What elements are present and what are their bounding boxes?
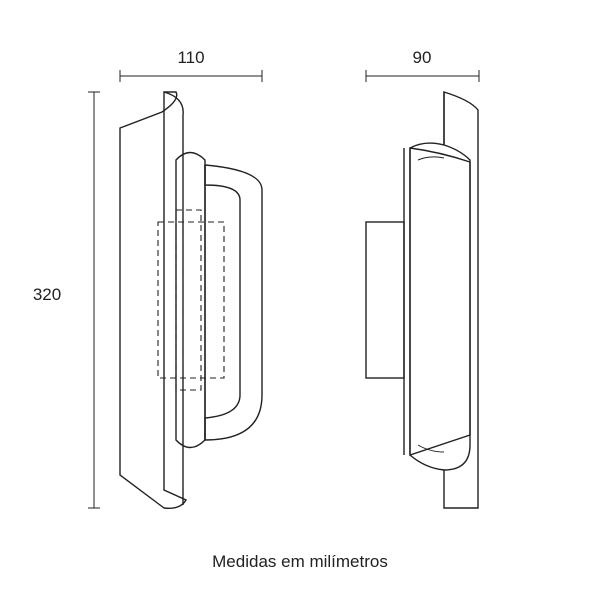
dimension-height: 320 xyxy=(33,91,100,509)
side-rear-panel xyxy=(443,91,479,509)
width-side-label: 90 xyxy=(413,48,432,67)
dimension-width-front: 110 xyxy=(119,48,263,82)
front-right-panel xyxy=(204,164,263,441)
dimension-width-side: 90 xyxy=(365,48,480,82)
side-perforated-body xyxy=(409,147,471,456)
side-mount-block xyxy=(365,221,405,379)
front-view xyxy=(119,91,263,510)
height-label: 320 xyxy=(33,285,61,304)
front-inner-cylinder xyxy=(175,151,206,449)
caption: Medidas em milímetros xyxy=(212,552,388,571)
front-left-panel xyxy=(119,91,188,510)
width-front-label: 110 xyxy=(177,48,204,67)
side-view xyxy=(365,91,479,509)
